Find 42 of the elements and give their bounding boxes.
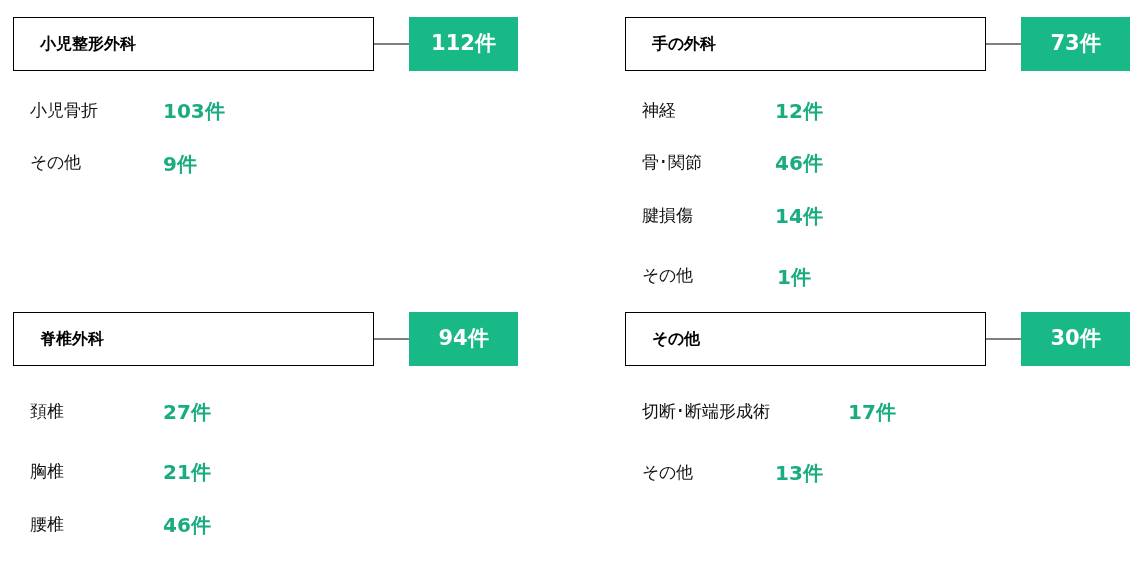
category-title: 手の外科 xyxy=(652,34,716,54)
count-value: 73件 xyxy=(1050,31,1101,57)
category-box xyxy=(13,17,374,71)
item-count: 103件 xyxy=(163,99,225,123)
item-name: その他 xyxy=(642,264,693,286)
item-name: 神経 xyxy=(642,99,676,121)
category-box xyxy=(625,312,986,366)
item-name: その他 xyxy=(30,151,81,173)
connector-line xyxy=(373,43,410,45)
count-value: 112件 xyxy=(431,31,496,57)
item-name: その他 xyxy=(642,461,693,483)
item-count: 14件 xyxy=(775,204,823,228)
item-count: 17件 xyxy=(848,400,896,424)
count-box xyxy=(409,17,518,71)
item-count: 1件 xyxy=(777,265,811,289)
item-name: 小児骨折 xyxy=(30,99,98,121)
item-count: 46件 xyxy=(163,513,211,537)
count-box xyxy=(1021,312,1130,366)
item-name: 頚椎 xyxy=(30,400,64,422)
category-box xyxy=(625,17,986,71)
category-title: 脊椎外科 xyxy=(40,329,104,349)
count-box xyxy=(1021,17,1130,71)
category-title: 小児整形外科 xyxy=(40,34,136,54)
connector-line xyxy=(985,43,1022,45)
count-value: 94件 xyxy=(438,326,489,352)
count-box xyxy=(409,312,518,366)
item-name: 腱損傷 xyxy=(642,204,693,226)
item-name: 骨･関節 xyxy=(642,151,702,173)
item-count: 21件 xyxy=(163,460,211,484)
category-title: その他 xyxy=(652,329,700,349)
item-count: 9件 xyxy=(163,152,197,176)
item-name: 胸椎 xyxy=(30,460,64,482)
item-name: 腰椎 xyxy=(30,513,64,535)
item-count: 12件 xyxy=(775,99,823,123)
item-count: 13件 xyxy=(775,461,823,485)
count-value: 30件 xyxy=(1050,326,1101,352)
item-count: 27件 xyxy=(163,400,211,424)
category-box xyxy=(13,312,374,366)
connector-line xyxy=(985,338,1022,340)
item-count: 46件 xyxy=(775,151,823,175)
connector-line xyxy=(373,338,410,340)
item-name: 切断･断端形成術 xyxy=(642,400,770,422)
